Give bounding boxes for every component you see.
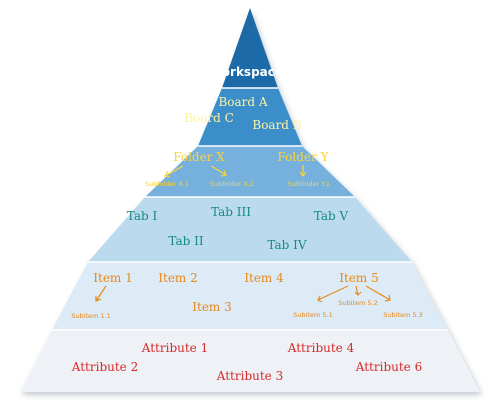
label-attribute-4: Attribute 4 <box>287 341 355 355</box>
label-subitem-5-2: Subitem 5.2 <box>338 299 377 307</box>
label-attribute-3: Attribute 3 <box>216 369 283 383</box>
label-subfolder-x2: Subfolder X.2 <box>210 180 254 188</box>
arrow-item5-to-subitem5-3 <box>365 285 391 302</box>
label-item-4: Item 4 <box>244 271 284 285</box>
label-tab-v: Tab V <box>314 209 349 223</box>
label-folder-x: Folder X <box>173 150 225 164</box>
label-tab-iv: Tab IV <box>267 238 306 252</box>
label-board-a: Board A <box>218 95 267 109</box>
arrow-item5-to-subitem5-2 <box>354 285 362 296</box>
label-attribute-1: Attribute 1 <box>141 341 208 355</box>
label-attribute-6: Attribute 6 <box>355 360 422 374</box>
label-subitem-1-1: Subitem 1.1 <box>71 312 110 320</box>
pyramid-labels: Workspace Board A Board C Board B Folder… <box>71 65 423 383</box>
arrow-folder-y-to-subfolder-y1 <box>299 165 307 177</box>
label-subfolder-y1: Subfolder Y.1 <box>288 180 330 188</box>
arrows <box>95 165 391 303</box>
label-subitem-5-1: Subitem 5.1 <box>293 311 332 319</box>
arrow-folder-x-to-subfolder-x1 <box>164 165 184 178</box>
label-tab-ii: Tab II <box>168 234 203 248</box>
label-item-5: Item 5 <box>339 271 379 285</box>
label-workspace: Workspace <box>209 65 283 79</box>
label-item-2: Item 2 <box>158 271 198 285</box>
band-workspace <box>222 8 278 88</box>
band-separators <box>52 87 448 331</box>
arrow-item5-to-subitem5-1 <box>317 285 349 303</box>
label-subitem-5-3: Subitem 5.3 <box>383 311 422 319</box>
label-board-b: Board B <box>252 118 301 132</box>
label-item-3: Item 3 <box>192 300 232 314</box>
band-boards <box>198 88 302 146</box>
label-subfolder-x1: Subfolder X.1 <box>145 180 189 188</box>
arrow-item1-to-subitem1-1 <box>95 285 107 302</box>
label-tab-iii: Tab III <box>211 205 251 219</box>
label-attribute-2: Attribute 2 <box>71 360 138 374</box>
band-attributes <box>20 330 480 392</box>
band-folders <box>145 146 355 197</box>
arrow-folder-x-to-subfolder-x2 <box>210 165 227 177</box>
label-tab-i: Tab I <box>127 209 158 223</box>
label-board-c: Board C <box>184 111 234 125</box>
band-tabs <box>88 197 412 262</box>
label-folder-y: Folder Y <box>278 150 330 164</box>
label-item-1: Item 1 <box>93 271 133 285</box>
band-items <box>52 262 448 330</box>
pyramid-bands <box>20 8 480 392</box>
